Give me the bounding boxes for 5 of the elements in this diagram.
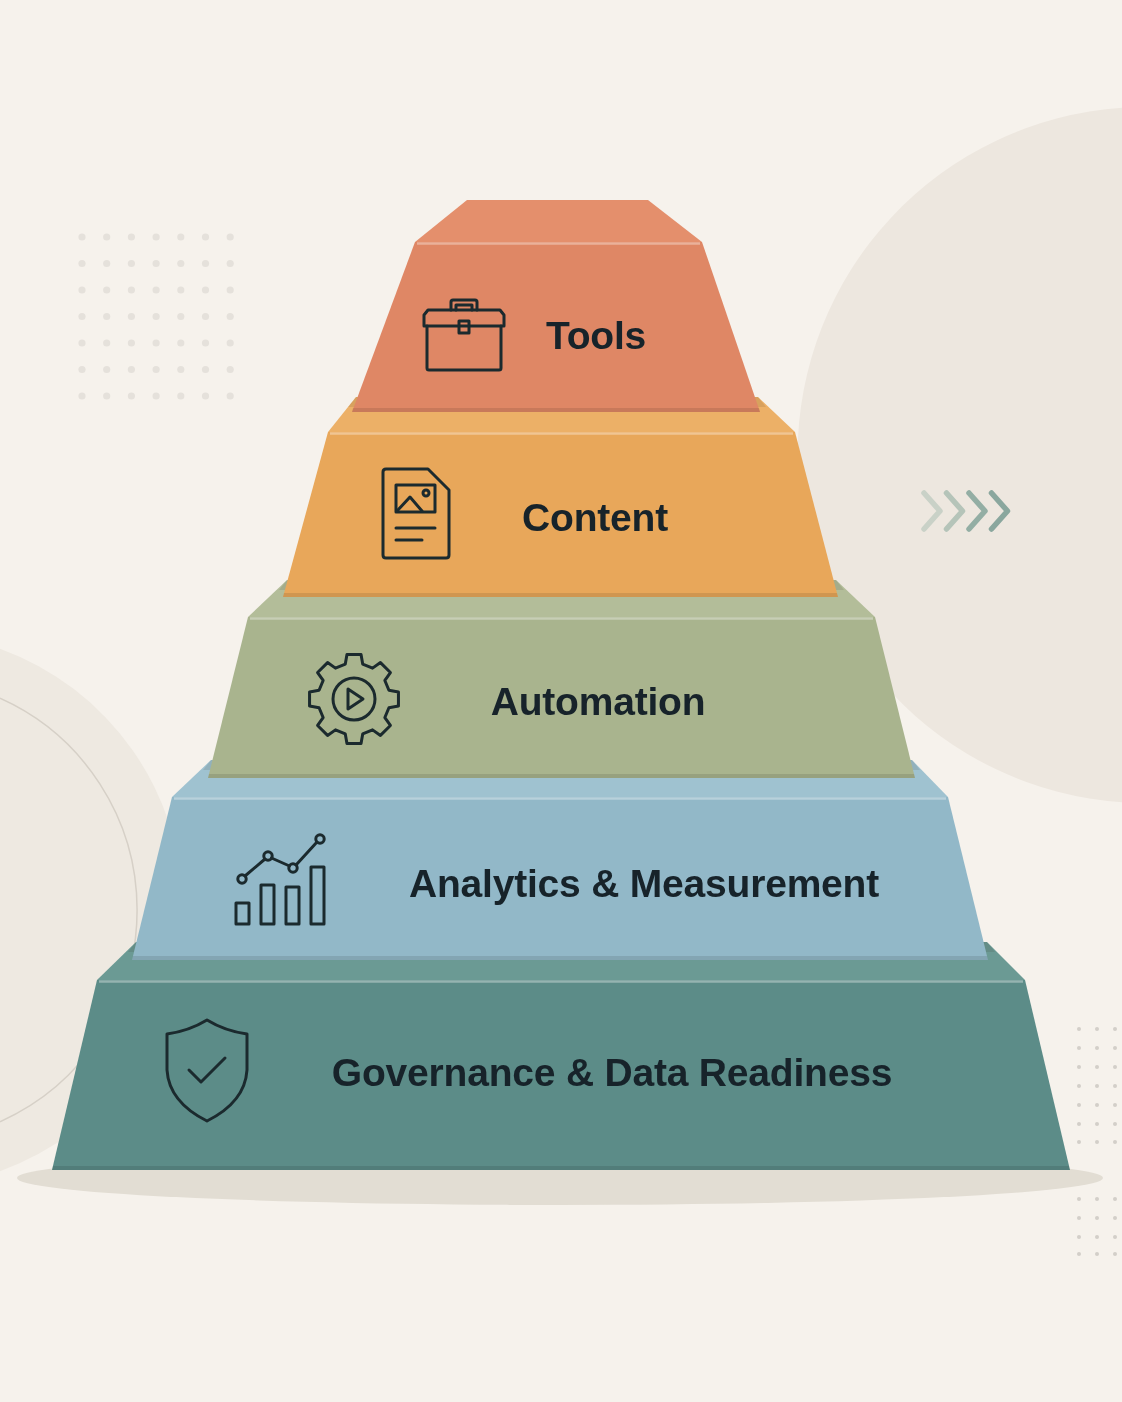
tier-label: Content: [522, 498, 668, 537]
tier-label: Automation: [490, 682, 706, 721]
tier-label: Governance & Data Readiness: [331, 1053, 893, 1092]
tier-label: Analytics & Measurement: [408, 864, 880, 903]
tier-label: Tools: [545, 316, 647, 355]
